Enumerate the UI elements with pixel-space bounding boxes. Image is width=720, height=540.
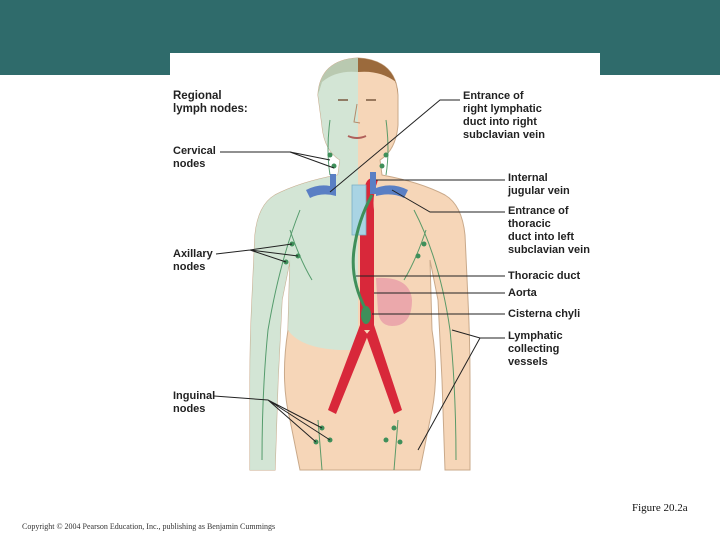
cisterna-chyli xyxy=(361,306,371,324)
label-cervical-nodes: Cervical nodes xyxy=(173,145,216,171)
label-thoracic-duct-entrance: Entrance of thoracic duct into left subc… xyxy=(508,205,590,257)
label-aorta: Aorta xyxy=(508,287,537,300)
label-axillary-nodes: Axillary nodes xyxy=(173,248,213,274)
label-thoracic-duct: Thoracic duct xyxy=(508,270,580,283)
label-right-lymphatic-duct: Entrance of right lymphatic duct into ri… xyxy=(463,90,545,142)
label-internal-jugular-vein: Internal jugular vein xyxy=(508,172,570,198)
regional-lymph-nodes-heading: Regional lymph nodes: xyxy=(173,90,248,116)
label-lymphatic-collecting-vessels: Lymphatic collecting vessels xyxy=(508,330,563,369)
label-cisterna-chyli: Cisterna chyli xyxy=(508,308,580,321)
copyright-notice: Copyright © 2004 Pearson Education, Inc.… xyxy=(22,522,275,531)
leader-cervical xyxy=(220,152,334,168)
label-inguinal-nodes: Inguinal nodes xyxy=(173,390,215,416)
internal-jugular-vein xyxy=(370,172,376,194)
figure-caption: Figure 20.2a xyxy=(632,502,688,514)
